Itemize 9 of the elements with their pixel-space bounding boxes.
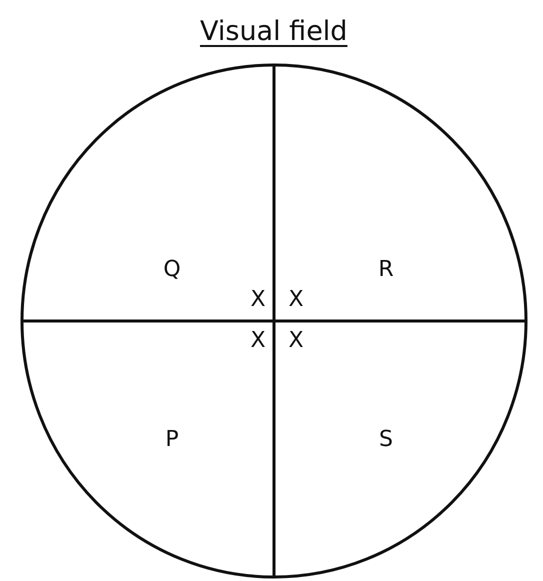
cross-mark: X xyxy=(250,329,266,353)
cross-mark: X xyxy=(288,288,304,312)
quadrant-label: S xyxy=(379,428,393,452)
title: Visual field xyxy=(200,16,348,47)
cross-mark: X xyxy=(288,329,304,353)
quadrant-label: R xyxy=(378,258,394,282)
quadrant-label: P xyxy=(165,428,179,452)
quadrant-label: Q xyxy=(163,258,181,282)
cross-mark: X xyxy=(250,288,266,312)
